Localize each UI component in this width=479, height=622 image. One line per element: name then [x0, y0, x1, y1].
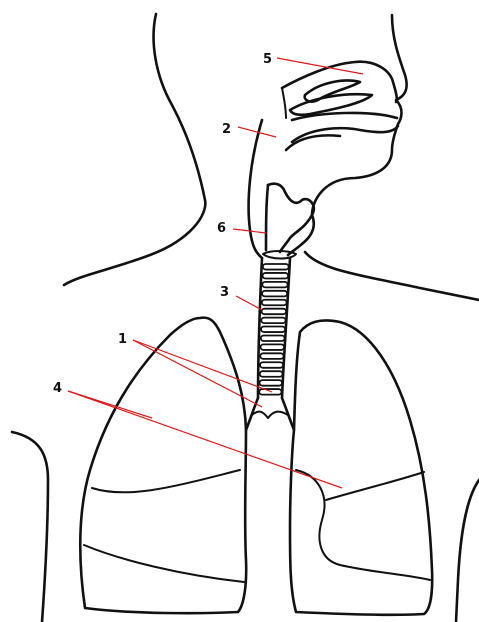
- right-shoulder-outline: [305, 252, 479, 300]
- right-lung: [290, 320, 432, 614]
- leader-lines: [68, 58, 363, 488]
- trachea-cartilage-ring: [262, 300, 287, 306]
- trachea-cartilage-ring: [263, 273, 289, 279]
- trachea-cartilage-ring: [260, 353, 283, 359]
- leader-1-upper: [133, 340, 272, 392]
- label-4: 4: [53, 381, 62, 396]
- leader-4-lower: [68, 391, 342, 488]
- nasal-oral-cavity: [249, 62, 399, 258]
- trachea-cartilage-ring: [261, 335, 285, 341]
- label-2: 2: [222, 122, 231, 137]
- trachea-cartilage-ring: [262, 309, 287, 315]
- leader-3: [236, 296, 262, 310]
- trachea-cartilage-ring: [261, 327, 285, 333]
- nasal-turbinate-upper: [305, 81, 360, 102]
- right-lung-fissure: [326, 472, 424, 500]
- pharynx-back-wall: [249, 120, 263, 258]
- mouth-floor: [286, 135, 340, 150]
- trachea-cartilage-ring: [260, 362, 283, 368]
- left-arm-outline: [12, 432, 48, 622]
- left-lung-fissure-upper: [92, 470, 240, 492]
- label-3: 3: [220, 285, 229, 300]
- larynx: [263, 184, 314, 259]
- upper-pharynx-line: [282, 88, 286, 118]
- trachea-cartilage-ring: [262, 291, 287, 297]
- trachea-cartilage-ring: [261, 344, 285, 350]
- right-arm-outline: [456, 480, 479, 622]
- leader-1-lower: [133, 340, 262, 407]
- tongue-outline: [292, 126, 398, 142]
- right-lung-outline: [290, 320, 432, 614]
- back-of-head-outline: [64, 14, 205, 285]
- right-lung-cardiac-notch: [296, 470, 430, 580]
- trachea: [258, 258, 290, 398]
- label-6: 6: [217, 221, 226, 236]
- bronchi-fork: [252, 412, 288, 418]
- trachea-cartilage-ring: [262, 282, 287, 288]
- epiglottis-outline: [268, 184, 314, 252]
- label-1: 1: [118, 332, 127, 347]
- larynx-front: [266, 185, 268, 250]
- trachea-cartilage-ring: [260, 371, 283, 377]
- trachea-cartilage-ring: [261, 318, 285, 324]
- trachea-cartilage-ring: [263, 264, 289, 270]
- left-lung: [80, 318, 246, 614]
- left-lung-fissure-lower: [84, 545, 244, 582]
- label-5: 5: [263, 52, 272, 67]
- trachea-cartilage-ring: [260, 380, 283, 386]
